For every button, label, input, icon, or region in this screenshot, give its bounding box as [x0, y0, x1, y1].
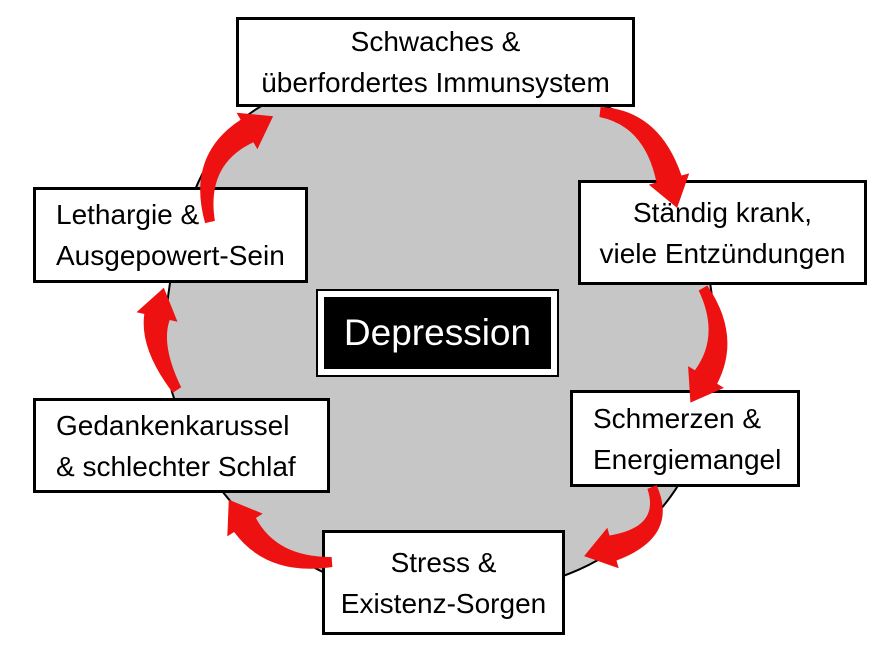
- cycle-box-stress: Stress & Existenz-Sorgen: [322, 530, 565, 635]
- cycle-box-krank: Ständig krank, viele Entzündungen: [578, 180, 867, 285]
- box-schmerzen-line1: Schmerzen &: [593, 402, 762, 434]
- box-stress-line2: Existenz-Sorgen: [340, 587, 547, 619]
- box-krank-line2: viele Entzündungen: [599, 237, 846, 269]
- box-schmerzen-line2: Energiemangel: [593, 443, 782, 475]
- box-lethargie-line2: Ausgepowert-Sein: [56, 240, 285, 271]
- box-stress-line1: Stress &: [390, 546, 497, 578]
- box-immunsystem-line2: überfordertes Immunsystem: [261, 67, 610, 98]
- box-immunsystem-line1: Schwaches &: [350, 26, 521, 57]
- cycle-box-lethargie: Lethargie & Ausgepowert-Sein: [33, 187, 308, 283]
- box-lethargie-line1: Lethargie &: [56, 199, 200, 230]
- box-krank-line1: Ständig krank,: [633, 196, 812, 228]
- cycle-box-schmerzen: Schmerzen & Energiemangel: [570, 390, 800, 487]
- box-schlaf-line1: Gedankenkarussel: [56, 409, 290, 441]
- cycle-box-schlaf: Gedankenkarussel & schlechter Schlaf: [33, 398, 330, 493]
- center-depression-label: Depression: [343, 312, 532, 353]
- center-depression-box: Depression: [318, 291, 557, 375]
- cycle-box-immunsystem: Schwaches & überfordertes Immunsystem: [236, 17, 635, 107]
- box-schlaf-line2: & schlechter Schlaf: [56, 450, 296, 482]
